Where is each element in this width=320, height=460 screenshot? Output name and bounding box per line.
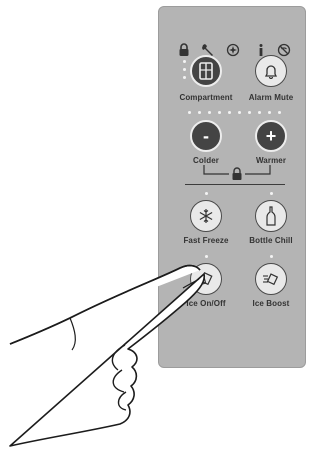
pointing-hand <box>0 0 320 460</box>
